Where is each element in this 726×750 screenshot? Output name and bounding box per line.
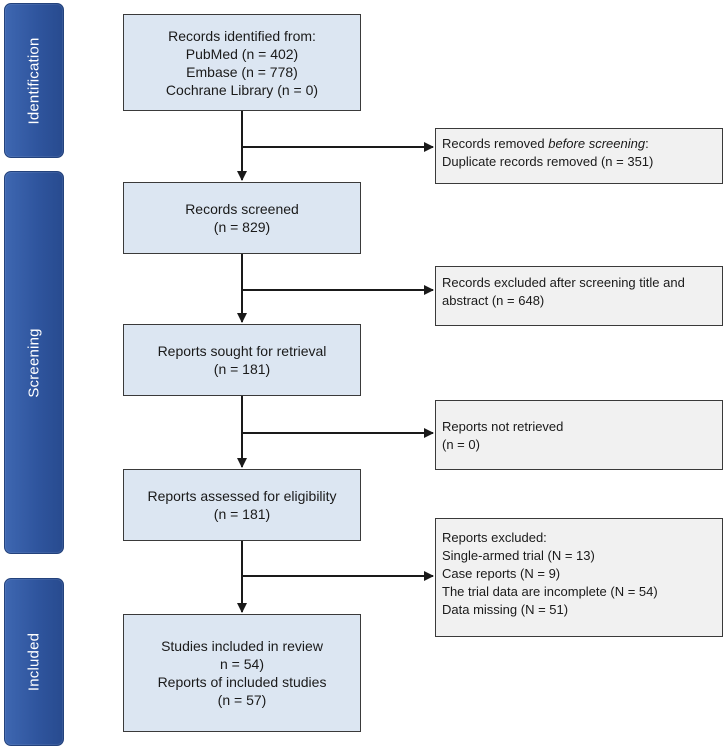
removed-heading-lead: Records removed — [442, 136, 549, 151]
phase-screening: Screening — [4, 171, 64, 554]
excluded-reason-single-armed: Single-armed trial (N = 13) — [442, 548, 595, 563]
excluded-screening-text: Records excluded after screening title a… — [442, 275, 685, 308]
screened-count: (n = 829) — [213, 219, 271, 235]
removed-box: Records removed before screening: Duplic… — [435, 128, 723, 184]
included-box: Studies included in review n = 54) Repor… — [123, 614, 361, 732]
phase-included: Included — [4, 578, 64, 746]
eligibility-count: (n = 181) — [213, 506, 271, 522]
removed-duplicates: Duplicate records removed (n = 351) — [442, 154, 654, 169]
excluded-reason-case-reports: Case reports (N = 9) — [442, 566, 561, 581]
screened-label: Records screened — [185, 201, 299, 217]
screened-box: Records screened (n = 829) — [123, 182, 361, 254]
removed-heading: Records removed before screening: — [442, 135, 716, 153]
excluded-reports-heading: Reports excluded: — [442, 530, 547, 545]
retrieval-box: Reports sought for retrieval (n = 181) — [123, 324, 361, 396]
removed-heading-trail: : — [645, 136, 649, 151]
identification-pubmed: PubMed (n = 402) — [185, 45, 299, 62]
included-reports-count: (n = 57) — [217, 692, 267, 708]
excluded-screening-box: Records excluded after screening title a… — [435, 266, 723, 326]
phase-screening-label: Screening — [25, 327, 43, 398]
identification-cochrane: Cochrane Library (n = 0) — [165, 81, 319, 98]
not-retrieved-count: (n = 0) — [442, 437, 480, 452]
not-retrieved-label: Reports not retrieved — [442, 419, 564, 434]
excluded-reason-incomplete: The trial data are incomplete (N = 54) — [442, 584, 658, 599]
identification-box: Records identified from: PubMed (n = 402… — [123, 14, 361, 111]
identification-heading: Records identified from: — [168, 27, 316, 44]
retrieval-label: Reports sought for retrieval — [157, 343, 327, 359]
phase-identification-label: Identification — [25, 36, 43, 125]
eligibility-box: Reports assessed for eligibility (n = 18… — [123, 469, 361, 541]
included-studies-label: Studies included in review — [161, 638, 323, 654]
excluded-reports-box: Reports excluded: Single-armed trial (N … — [435, 518, 723, 637]
identification-embase: Embase (n = 778) — [186, 63, 298, 80]
not-retrieved-box: Reports not retrieved (n = 0) — [435, 400, 723, 470]
excluded-reason-data-missing: Data missing (N = 51) — [442, 602, 569, 617]
eligibility-label: Reports assessed for eligibility — [147, 488, 337, 504]
phase-identification: Identification — [4, 3, 64, 158]
retrieval-count: (n = 181) — [213, 361, 271, 377]
included-studies-count: n = 54) — [220, 656, 264, 672]
phase-included-label: Included — [25, 632, 43, 692]
included-reports-label: Reports of included studies — [157, 674, 327, 690]
removed-heading-emphasis: before screening — [548, 136, 646, 151]
